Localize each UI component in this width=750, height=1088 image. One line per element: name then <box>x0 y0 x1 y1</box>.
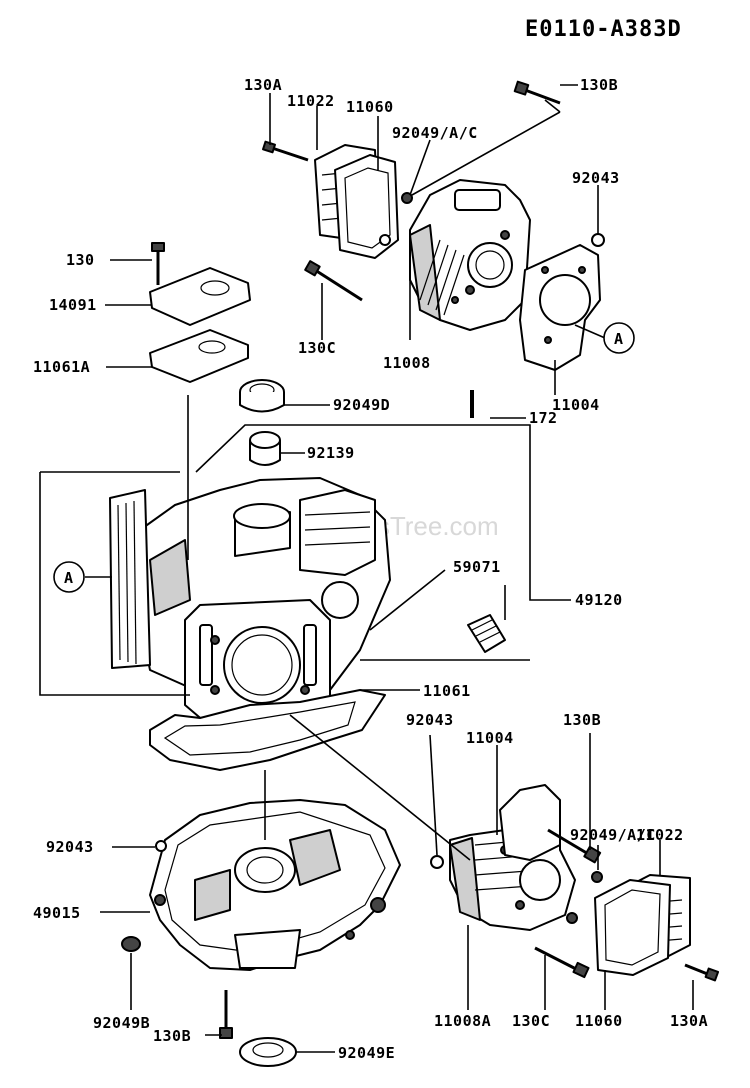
label-130b-mid: 130B <box>563 711 601 729</box>
label-130a-top: 130A <box>244 76 282 94</box>
plug-92049b[interactable] <box>121 936 141 952</box>
label-11008: 11008 <box>383 354 431 372</box>
plug-92049-top[interactable] <box>401 192 413 204</box>
label-11008a: 11008A <box>434 1012 491 1030</box>
breather-59071[interactable] <box>467 614 506 653</box>
label-49120: 49120 <box>575 591 623 609</box>
oil-seal-92049d[interactable] <box>239 379 285 413</box>
label-172: 172 <box>529 409 558 427</box>
label-92049ac-mid: 92049/A/C <box>570 826 656 844</box>
bushing-92139[interactable] <box>249 431 281 466</box>
label-49015: 49015 <box>33 904 81 922</box>
cylinder-head-top[interactable] <box>409 179 531 331</box>
head-gasket-top[interactable] <box>519 244 601 371</box>
crankcase-49120[interactable] <box>109 477 391 723</box>
bolt-130a-top[interactable] <box>262 140 309 162</box>
label-11004-mid: 11004 <box>466 729 514 747</box>
plug-92049-mid-2[interactable] <box>566 912 578 924</box>
label-11061a: 11061A <box>33 358 90 376</box>
crankcase-gasket-11061[interactable] <box>149 689 386 771</box>
bolt-130c-top[interactable] <box>304 260 363 302</box>
bolt-130c-bottom[interactable] <box>534 946 590 979</box>
label-92049b: 92049B <box>93 1014 150 1032</box>
bolt-130a-bottom[interactable] <box>684 963 720 982</box>
label-11060-bottom: 11060 <box>575 1012 623 1030</box>
label-92043-top: 92043 <box>572 169 620 187</box>
pin-92043-mid[interactable] <box>430 855 444 869</box>
label-59071: 59071 <box>453 558 501 576</box>
pin-92043-left[interactable] <box>155 840 167 852</box>
label-130b-bottom: 130B <box>153 1027 191 1045</box>
callout-a-right: A <box>603 322 635 354</box>
label-92043-mid: 92043 <box>406 711 454 729</box>
head-gasket-bottom[interactable] <box>499 784 561 861</box>
label-92043-left: 92043 <box>46 838 94 856</box>
label-11004-top: 11004 <box>552 396 600 414</box>
label-92049e: 92049E <box>338 1044 395 1062</box>
rocker-cover-gasket-bottom[interactable] <box>594 879 671 976</box>
leader-lines <box>39 84 694 1053</box>
label-11061: 11061 <box>423 682 471 700</box>
label-130a-bottom: 130A <box>670 1012 708 1030</box>
rocker-cover-gasket-top[interactable] <box>334 154 399 259</box>
crankcase-cover-49015[interactable] <box>149 799 401 971</box>
breather-cover-14091[interactable] <box>149 242 251 326</box>
bolt-130b-bottom[interactable] <box>219 990 233 1039</box>
pin-92043-top[interactable] <box>591 233 605 247</box>
label-11022-mid: 11022 <box>636 826 684 844</box>
callout-a-left: A <box>53 561 85 593</box>
label-92049d: 92049D <box>333 396 390 414</box>
label-11022-top: 11022 <box>287 92 335 110</box>
svg-text:A: A <box>614 330 624 348</box>
diagram-id: E0110-A383D <box>525 17 682 42</box>
label-14091: 14091 <box>49 296 97 314</box>
bolt-130b-top[interactable] <box>513 80 561 105</box>
part-labels: 130A 11022 11060 130B 92049/A/C 92043 13… <box>33 76 708 1062</box>
breather-gasket-11061a[interactable] <box>149 329 249 383</box>
pin-near-head-top[interactable] <box>379 234 391 246</box>
oil-seal-92049e[interactable] <box>239 1037 297 1067</box>
label-130b-top: 130B <box>580 76 618 94</box>
label-130c-top: 130C <box>298 339 336 357</box>
label-92139: 92139 <box>307 444 355 462</box>
label-11060-top: 11060 <box>346 98 394 116</box>
label-92049ac-top: 92049/A/C <box>392 124 478 142</box>
label-130c-bottom: 130C <box>512 1012 550 1030</box>
plug-92049-mid[interactable] <box>591 871 603 883</box>
svg-text:A: A <box>64 569 74 587</box>
label-130: 130 <box>66 251 95 269</box>
